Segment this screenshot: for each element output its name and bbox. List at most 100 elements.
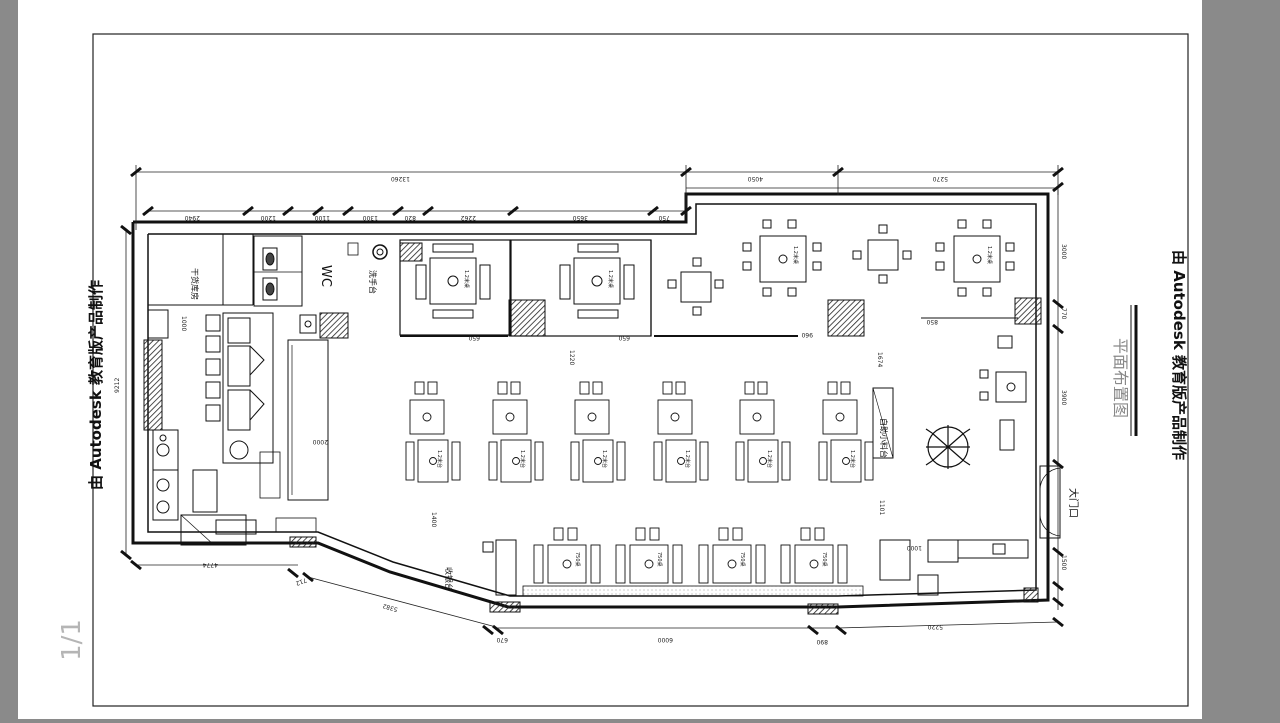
bench [735,441,745,481]
column [1023,587,1039,603]
table-label: 750桌 [821,552,828,567]
dining-table [417,439,449,483]
dim-chain: 820 [404,214,416,221]
table-label: 750桌 [574,552,581,567]
dining-row-1 [409,381,858,435]
table-center [842,457,850,465]
bench [616,441,626,481]
bench [818,441,828,481]
dim-left: 9212 [114,378,121,393]
label-dry-storage: 干货库房 [190,268,200,300]
dining-table [794,544,834,584]
table-label: 750桌 [739,552,746,567]
dim-inner: 1101 [878,500,885,515]
window-strip [522,585,864,597]
dimension-text-top: 13260 4050 5270 2940 1200 1100 1300 820 … [185,175,948,221]
chair [814,527,825,541]
dim-bottom: 670 [496,636,508,643]
chair [567,527,578,541]
chair [649,527,660,541]
dining-table [492,399,528,435]
dim-inner: 650 [618,334,630,341]
table-center [512,457,520,465]
chair [840,381,851,395]
bench [451,441,461,481]
chair [414,381,425,395]
bench [405,441,415,481]
self-service-diag [872,387,894,459]
table-center [809,559,819,569]
bench [488,441,498,481]
chair [800,527,811,541]
dining-table [500,439,532,483]
bench [780,544,791,584]
chair [827,381,838,395]
table-label: 1.2米台 [766,450,773,468]
dining-table [547,544,587,584]
label-wc: WC [318,265,333,287]
bench [837,544,848,584]
dining-table [830,439,862,483]
dim-chain: 750 [658,214,670,221]
inner-dimension-text: 1000 1220 1674 2000 1400 1101 850 650 65… [180,316,938,551]
dim-inner: 1674 [876,352,883,367]
column [827,299,865,337]
chair [510,381,521,395]
dining-table [665,439,697,483]
dimension-lines-bottom [136,564,1059,629]
upper-right-table-labels: 1.2米桌 1.2米桌 [792,246,993,264]
label-wash-basin: 洗手台 [368,270,378,294]
label-entrance: 大门口 [1067,488,1080,518]
watermark-right: 由 Autodesk 教育版产品制作 [1170,250,1188,460]
table-label: 1.2米台 [519,450,526,468]
table-center [727,559,737,569]
dimension-ticks-right [1052,298,1064,608]
bench [698,544,709,584]
dim-inner: 1220 [568,350,575,365]
table-center [587,412,597,422]
dim-inner: 1400 [430,512,437,527]
bench [653,441,663,481]
drawing-frame [92,33,1189,707]
dining-table [629,544,669,584]
bench [699,441,709,481]
dim-chain: 1200 [261,214,276,221]
dimension-text-bottom: 4774 712 5382 670 6000 890 5220 [203,561,943,645]
dim-inner: 960 [801,331,813,338]
bench [590,544,601,584]
dim-chain: 3650 [573,214,588,221]
bench [570,441,580,481]
label-self-service: 自助小料台 [879,418,889,458]
floor-plan-drawing: 13260 4050 5270 2940 1200 1100 1300 820 … [87,33,1189,707]
column [319,312,349,339]
dining-table [409,399,445,435]
table-center [505,412,515,422]
dim-right: 3000 [1060,244,1067,259]
wash-basin [347,242,388,260]
dim-bottom: 4774 [203,561,218,568]
dimension-ticks-left [120,224,132,561]
dim-inner: 1000 [180,316,187,331]
bench [672,544,683,584]
table-label: 1.2米桌 [463,270,470,288]
table-label: 1.2米桌 [792,246,799,264]
table-label: 1.2米台 [849,450,856,468]
chair [579,381,590,395]
drawing-sheet: 13260 4050 5270 2940 1200 1100 1300 820 … [18,0,1202,719]
table-label: 1.2米桌 [986,246,993,264]
dim-chain: 2940 [185,214,200,221]
dimension-ticks-bottom [130,559,1064,636]
dim-bottom: 5382 [382,602,399,613]
cashier-counter [482,539,517,596]
chair [553,527,564,541]
dim-right-a: 4050 [748,175,763,182]
dim-right: 3900 [1060,390,1067,405]
dim-overall: 13260 [391,175,410,182]
dim-chain: 1300 [363,214,378,221]
dimension-text-right: 3000 770 3900 1500 [1060,244,1067,570]
column [489,601,521,613]
bench [864,441,874,481]
drawing-title: 平面布置图 [1111,338,1130,418]
